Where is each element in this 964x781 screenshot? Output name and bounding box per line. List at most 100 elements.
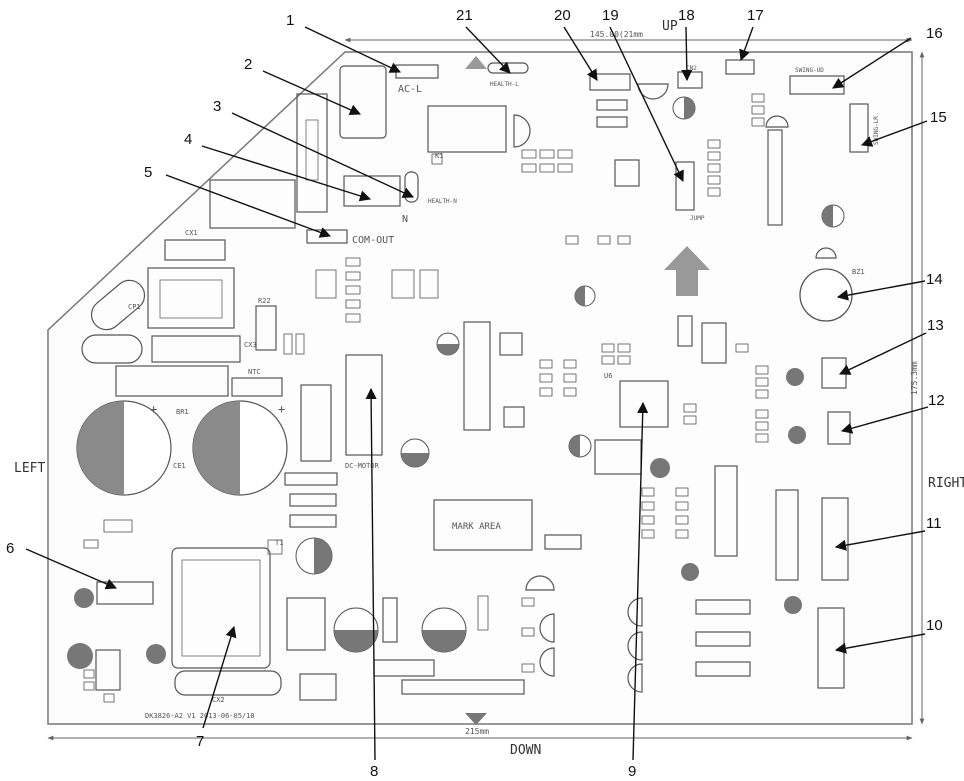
cp1-label: CP1	[128, 303, 141, 311]
capacitor-c45	[786, 368, 804, 386]
leader-9	[632, 401, 649, 761]
jumper-block	[544, 534, 582, 550]
capacitor-c30-shade	[314, 538, 332, 574]
leader-16	[832, 37, 912, 89]
callout-11: 11	[926, 515, 942, 532]
leader-21	[465, 26, 511, 74]
ce1-label: CE1	[173, 462, 186, 470]
resistor-r22	[255, 305, 277, 351]
cx1-capacitor	[164, 239, 226, 261]
down-marker	[465, 713, 487, 725]
transistor-q1	[513, 114, 531, 148]
callout-4: 4	[184, 131, 192, 148]
callout-21: 21	[456, 7, 473, 24]
common-mode-choke	[147, 267, 235, 329]
u6-label: U6	[604, 372, 612, 380]
up-marker	[465, 56, 487, 69]
fuse-holder	[296, 93, 328, 213]
callout-18: 18	[678, 7, 695, 24]
capacitor-c43	[146, 644, 166, 664]
r22-label: R22	[258, 297, 271, 305]
resistor-r21	[677, 315, 693, 347]
plus-sign-2: +	[278, 402, 285, 416]
label-right: RIGHT	[928, 476, 964, 491]
label-up: UP	[662, 19, 678, 34]
callout-3: 3	[213, 98, 221, 115]
buzzer-bz1	[799, 268, 853, 322]
varistor-rv1	[90, 279, 146, 331]
label-down: DOWN	[510, 743, 541, 758]
plus-sign-1: +	[150, 402, 157, 416]
ac-l-terminal	[339, 65, 387, 139]
resistor-bottom-1	[695, 599, 751, 615]
callout-7: 7	[196, 733, 204, 750]
jumper-socket	[675, 161, 695, 211]
crystal-tr2	[596, 116, 628, 128]
callout-15: 15	[930, 109, 947, 126]
ntc-label: NTC	[248, 368, 261, 376]
com-out-label: COM-OUT	[352, 235, 394, 246]
callout-14: 14	[926, 271, 943, 288]
capacitor-c41b	[784, 596, 802, 614]
transistor-bottom-2	[539, 613, 555, 643]
swing-ud-label: SWING-UD	[795, 67, 824, 74]
health-n-label: HEALTH-N	[428, 198, 457, 205]
cx2-label: CX2	[212, 696, 225, 704]
cx3-label: CX3	[244, 341, 257, 349]
ic-u5	[701, 322, 727, 364]
capacitor-c1-shade	[684, 97, 695, 119]
callout-9: 9	[628, 763, 636, 780]
callout-1: 1	[286, 12, 294, 29]
ac-l-label: AC-L	[398, 84, 422, 95]
leader-14	[836, 280, 926, 301]
capacitor-ce8-shade	[569, 435, 580, 457]
cn2-label: CN2	[686, 65, 697, 72]
resistor-array-u2	[463, 321, 491, 431]
board-footer-text: DK3826-A2 V1 2013-06-05/10	[145, 712, 255, 720]
swing-lr-label: SWING-LR	[873, 116, 880, 145]
capacitor-ce7-shade	[422, 630, 466, 652]
regulator-ic2	[299, 673, 337, 701]
leader-3	[231, 112, 415, 198]
resistor-r20	[767, 129, 783, 226]
capacitor-c2-shade	[575, 286, 585, 306]
regulator-ic1	[286, 597, 326, 651]
connector-cn2b	[589, 73, 631, 91]
pin-header	[401, 679, 525, 695]
dc-motor-connector	[345, 354, 383, 456]
jump-label: JUMP	[690, 215, 705, 222]
leader-18	[681, 26, 693, 82]
leader-10	[834, 633, 926, 654]
mcu-u6	[619, 380, 669, 428]
leader-20	[563, 26, 598, 81]
leader-15	[860, 120, 928, 147]
capacitor-c42	[74, 588, 94, 608]
callout-20: 20	[554, 7, 571, 24]
cx2-capacitor	[174, 670, 282, 696]
capacitor-c39-shade	[437, 344, 459, 355]
capacitor-ce1-shade	[77, 401, 124, 495]
callout-6: 6	[6, 540, 14, 557]
ic-u4	[503, 406, 525, 428]
cx1-label: CX1	[185, 229, 198, 237]
leader-1	[304, 26, 402, 73]
leader-2	[262, 70, 362, 116]
capacitor-c17	[284, 472, 338, 486]
ic-u10	[95, 649, 121, 691]
relay-k1	[427, 105, 507, 153]
dimension-bottom-value: 215mm	[465, 727, 489, 736]
capacitor-c41	[650, 458, 670, 478]
capacitor-c44b-shade	[822, 205, 833, 227]
connector-cn3	[821, 497, 849, 581]
cy1-capacitor	[81, 334, 143, 364]
leader-17	[739, 26, 754, 62]
bz1-label: BZ1	[852, 268, 865, 276]
leader-13	[838, 332, 927, 375]
br1-label: BR1	[176, 408, 189, 416]
callout-8: 8	[370, 763, 378, 780]
leader-5	[165, 174, 332, 238]
crystal-tr1	[596, 99, 628, 111]
callout-13: 13	[927, 317, 944, 334]
leader-8	[365, 387, 377, 761]
